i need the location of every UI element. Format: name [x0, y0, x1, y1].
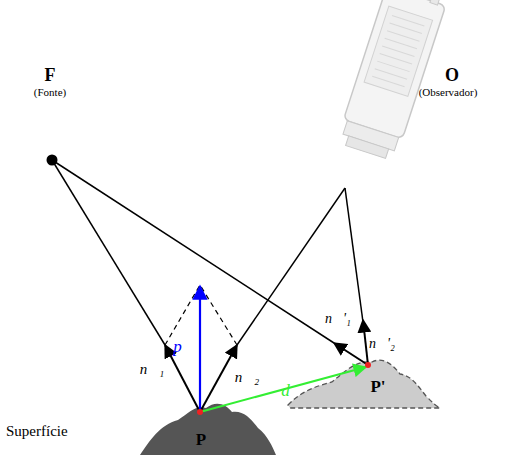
- point-caption: (Fonte): [34, 87, 66, 98]
- vector-label: d⃗: [281, 382, 303, 399]
- grill-line: [392, 15, 424, 26]
- grill-line: [375, 69, 407, 80]
- vector-label: p⃗: [173, 338, 195, 355]
- point-p-prime: [365, 362, 371, 368]
- surface-label: Superfície: [6, 424, 68, 439]
- vector-n1: [165, 345, 200, 412]
- vector-d: [200, 367, 366, 412]
- vector-n1-prime: [334, 343, 368, 365]
- grill-line: [390, 23, 422, 34]
- light-ray: [52, 160, 334, 343]
- vector-p: [199, 286, 201, 412]
- grill-line: [382, 46, 414, 57]
- point-caption: (Observador): [419, 87, 478, 98]
- vector-label: n⃗'₂: [369, 337, 395, 351]
- point-p: [197, 409, 203, 415]
- point-name: P: [196, 431, 206, 448]
- grill-line: [372, 76, 404, 87]
- camera-device: [336, 0, 448, 162]
- vector-label: n⃗'₁: [325, 312, 351, 326]
- view-ray: [345, 188, 363, 322]
- grill-line: [377, 61, 409, 72]
- light-ray: [52, 160, 165, 345]
- vector-n2-prime: [363, 320, 368, 365]
- point-name: P': [370, 378, 385, 395]
- vector-label: n⃗₁: [140, 362, 164, 377]
- point-name: F: [45, 66, 56, 84]
- surface: [140, 404, 276, 455]
- point-name: O: [445, 66, 459, 84]
- vector-n2: [200, 345, 237, 412]
- grill-line: [380, 54, 412, 65]
- source-point: [47, 155, 58, 166]
- grill-line: [385, 38, 417, 49]
- grill-line: [387, 31, 419, 42]
- vector-label: n⃗₂: [235, 370, 259, 385]
